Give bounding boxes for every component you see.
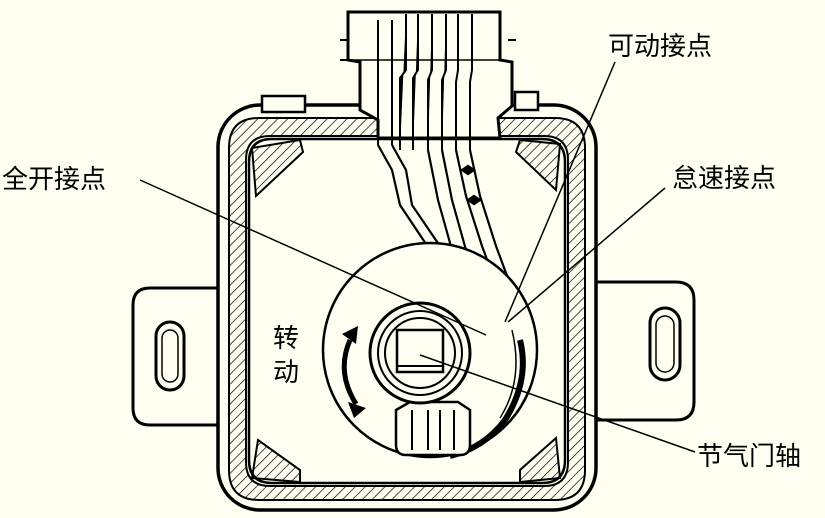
leader-line-idle-contact <box>507 187 666 323</box>
connector-block <box>340 10 516 150</box>
rotation-label: 转动 <box>272 324 299 388</box>
idle-contact-label: 怠速接点 <box>672 164 777 194</box>
right-mounting-flange <box>585 280 696 422</box>
leader-lines <box>139 61 696 453</box>
throttle-shaft-label: 节气门轴 <box>697 442 802 472</box>
rotation-arrow-icon <box>341 326 366 418</box>
full-open-contact-label: 全开接点 <box>2 165 107 195</box>
left-mounting-slot <box>154 320 186 392</box>
leader-line-throttle-shaft <box>419 354 696 453</box>
movable-contact-label: 可动接点 <box>608 32 713 62</box>
throttle-shaft <box>368 301 472 405</box>
leader-line-movable-contact <box>504 61 616 323</box>
leader-line-full-open-contact <box>139 179 487 336</box>
left-mounting-flange <box>131 286 232 427</box>
right-mounting-slot <box>648 306 682 382</box>
